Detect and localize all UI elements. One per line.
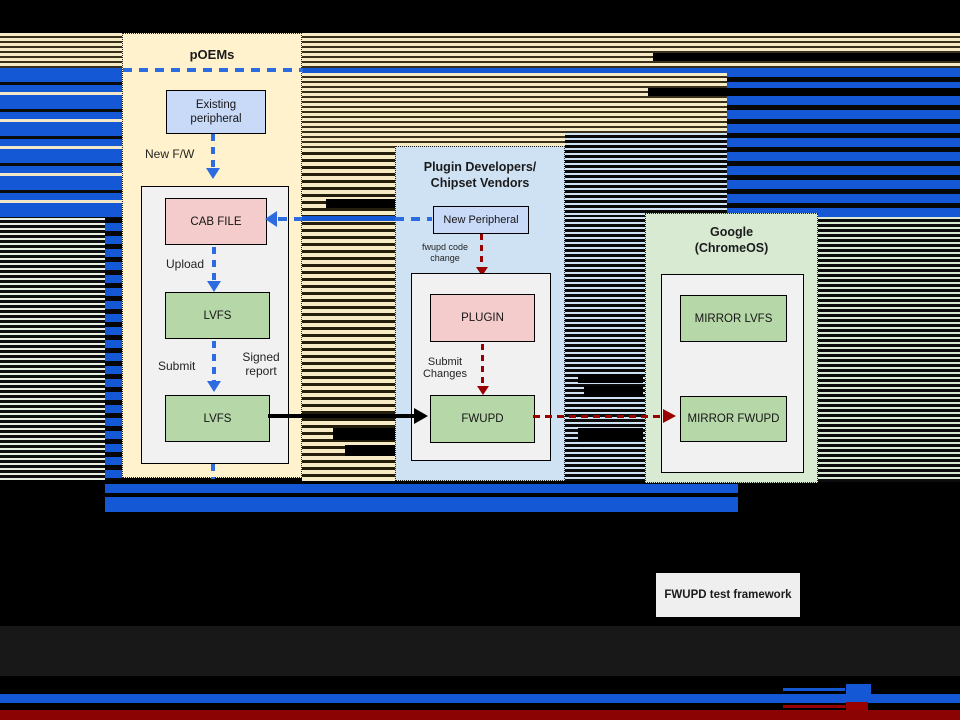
lvfs-to-fwupd-arrowhead-icon: [414, 408, 428, 424]
glitch-blob: [584, 386, 643, 397]
fwupd-test-framework-box: FWUPD test framework: [656, 573, 800, 617]
new-fw-label: New F/W: [145, 147, 195, 161]
new-fw-arrowhead-icon: [206, 168, 220, 179]
new-peripheral-to-cab-solid-segment: [302, 216, 395, 221]
new-peripheral-node: New Peripheral: [433, 206, 529, 234]
glitch-blue-tabs: [105, 218, 122, 480]
glitch-blue-block-left: [0, 68, 122, 218]
glitch-blob: [326, 199, 395, 208]
fwupd-to-mirror-arrow-line: [533, 415, 663, 418]
mirror-fwupd-node: MIRROR FWUPD: [680, 396, 787, 442]
fwupd-test-framework-label: FWUPD test framework: [664, 589, 792, 601]
google-title-line1: Google: [709, 225, 754, 239]
glitch-blob: [578, 428, 643, 441]
submit-changes-arrow-line: [481, 344, 484, 386]
glitch-red-square: [846, 702, 868, 713]
glitch-lightblue-band: [565, 133, 727, 217]
google-container: Google (ChromeOS) MIRROR LVFS MIRROR FWU…: [645, 213, 818, 483]
glitch-blob: [648, 88, 960, 96]
lvfs-to-fwupd-arrow-line: [268, 414, 414, 418]
google-title-line2: (ChromeOS): [694, 241, 769, 255]
upload-label: Upload: [166, 257, 205, 271]
glitch-blue-bar: [105, 497, 738, 512]
plugin-label: PLUGIN: [461, 312, 504, 324]
upload-arrowhead-icon: [207, 281, 221, 292]
glitch-dark-band: [0, 626, 960, 676]
plugin-devs-container: Plugin Developers/ Chipset Vendors New P…: [395, 146, 565, 481]
lvfs2-label: LVFS: [203, 412, 232, 425]
glitch-blob: [345, 445, 395, 456]
glitch-green-column-right: [818, 217, 960, 482]
submit-arrow-line: [212, 341, 216, 381]
poems-container: pOEMs Existing peripheral New F/W CAB FI…: [122, 33, 303, 479]
new-peripheral-to-cab-arrowhead-icon: [265, 211, 277, 227]
fwupd-code-change-arrow-line: [480, 234, 483, 267]
submit-arrowhead-icon: [207, 381, 221, 392]
cab-file-node: CAB FILE: [165, 198, 267, 245]
glitch-red-bottom-bar: [0, 710, 960, 720]
poems-divider-dashed-line: [123, 68, 303, 72]
fwupd-code-change-label: fwupd code change: [421, 242, 469, 263]
google-inner-panel: MIRROR LVFS MIRROR FWUPD: [661, 274, 804, 473]
glitch-blue-tick: [783, 688, 845, 691]
cab-file-label: CAB FILE: [190, 215, 242, 228]
upload-arrow-line: [212, 247, 216, 281]
lvfs-node: LVFS: [165, 292, 270, 339]
submit-label: Submit: [158, 359, 196, 373]
google-title: Google (ChromeOS): [646, 224, 817, 256]
fwupd-code-change-arrowhead-icon: [476, 267, 488, 276]
glitch-lightblue-column: [565, 217, 645, 481]
mirror-lvfs-label: MIRROR LVFS: [694, 312, 773, 325]
existing-peripheral-label: Existing peripheral: [190, 99, 242, 125]
glitch-blob: [333, 428, 395, 440]
mirror-fwupd-label: MIRROR FWUPD: [687, 413, 780, 425]
new-peripheral-to-cab-dash-right: [395, 217, 432, 221]
plugin-devs-title: Plugin Developers/ Chipset Vendors: [396, 159, 564, 191]
fwupd-label: FWUPD: [461, 413, 504, 425]
fwupd-node: FWUPD: [430, 395, 535, 443]
new-peripheral-to-cab-dash-left: [278, 217, 302, 221]
submit-changes-arrowhead-icon: [477, 386, 489, 395]
new-fw-arrow-line: [211, 134, 215, 168]
lvfs-label: LVFS: [203, 309, 232, 322]
new-peripheral-label: New Peripheral: [443, 214, 519, 226]
glitch-blue-bottom-bar: [0, 694, 960, 703]
plugin-node: PLUGIN: [430, 294, 535, 342]
plugin-devs-title-line2: Chipset Vendors: [430, 176, 530, 190]
fwupd-to-mirror-arrowhead-icon: [663, 409, 676, 423]
glitch-green-column-left: [0, 218, 105, 480]
plugin-devs-title-line1: Plugin Developers/: [423, 160, 537, 174]
poems-bottom-dashed-line: [211, 464, 215, 479]
glitch-blue-line: [122, 68, 727, 73]
poems-title: pOEMs: [189, 47, 235, 62]
lvfs2-node: LVFS: [165, 395, 270, 442]
plugin-devs-inner-panel: PLUGIN Submit Changes FWUPD: [411, 273, 551, 461]
mirror-lvfs-node: MIRROR LVFS: [680, 295, 787, 342]
glitch-blob: [653, 53, 960, 61]
poems-inner-panel: CAB FILE Upload LVFS Submit Signed repor…: [141, 186, 289, 464]
submit-changes-label: Submit Changes: [422, 356, 468, 380]
glitch-blue-bar: [105, 484, 738, 493]
signed-report-label: Signed report: [242, 350, 280, 378]
glitch-blob: [578, 374, 643, 383]
existing-peripheral-node: Existing peripheral: [166, 90, 266, 134]
glitch-red-tick: [783, 705, 845, 708]
